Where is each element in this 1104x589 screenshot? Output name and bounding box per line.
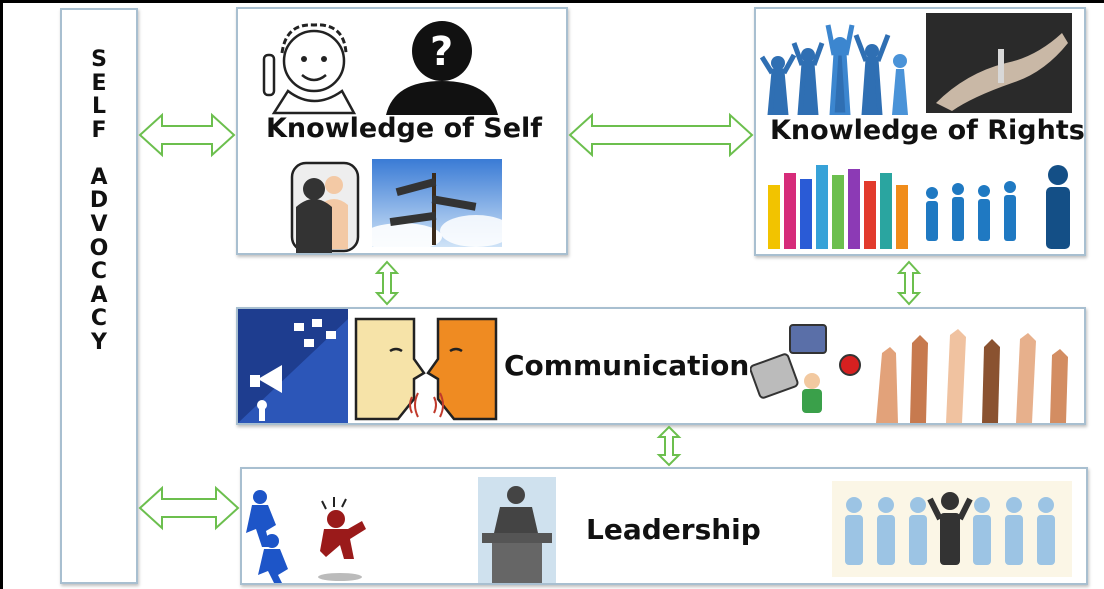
question-silhouette-icon: ? [386,21,498,115]
cheering-crowd-icon [760,24,908,115]
sa-letter: D [89,188,109,214]
arrow-sa-to-self [138,112,236,158]
hands-raised-icon [876,329,1068,423]
self-advocacy-label: S E L F A D V O C A C Y [62,48,136,355]
sa-letter: A [90,164,108,190]
communication-box: Communication [236,307,1086,425]
communication-device-icon [750,324,861,413]
arrow-communication-to-leadership [656,425,682,467]
running-figures-icon [246,490,366,583]
knowledge-of-self-box: ? Knowledge of Self [236,7,568,255]
knowledge-of-self-label: Knowledge of Self [266,113,543,144]
sa-letter: S [91,47,107,72]
communication-label: Communication [504,349,750,382]
talking-faces-icon [354,317,498,421]
leader-group-icon [832,481,1072,577]
sa-letter: V [90,211,108,237]
sa-letter: C [90,259,108,285]
hand-key-icon [926,13,1072,113]
sa-letter: E [91,70,107,96]
sa-letter: O [89,235,109,261]
frame-top-line [0,0,1104,3]
sa-letter: A [90,282,108,308]
arrow-self-to-rights [568,112,754,158]
leadership-box: Leadership [240,467,1088,585]
business-people-icon [926,165,1070,249]
arrow-self-to-communication [374,260,400,306]
mirror-silhouette-icon [290,161,360,253]
raised-hands-icon [768,165,908,249]
arrow-rights-to-communication [896,260,922,306]
knowledge-of-rights-box: Knowledge of Rights [754,7,1086,256]
knowledge-of-rights-label: Knowledge of Rights [770,115,1085,146]
signpost-icon [372,159,502,247]
svg-text:?: ? [430,29,453,75]
sa-letter: F [91,117,107,143]
arrow-sa-to-leadership [138,485,240,531]
megaphone-icon [238,309,348,423]
frame-left-line [0,0,3,589]
speaker-podium-icon [478,477,556,583]
self-advocacy-bar: S E L F A D V O C A C Y [60,8,138,584]
sa-letter: Y [91,329,107,355]
cartoon-face-icon [262,23,357,115]
sa-letter: C [90,306,108,332]
sa-letter: L [91,94,107,120]
leadership-label: Leadership [586,513,761,546]
